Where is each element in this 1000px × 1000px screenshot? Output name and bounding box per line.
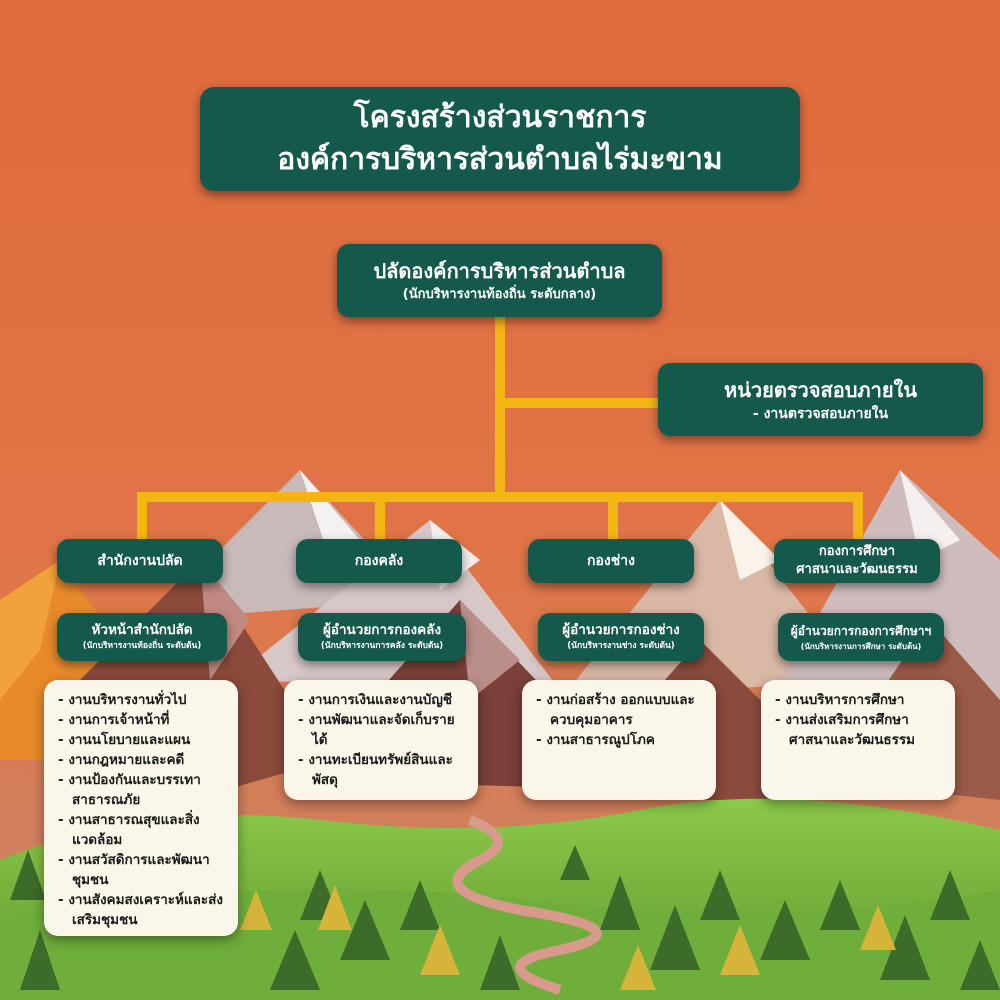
director-rank: (นักบริหารงานช่าง ระดับต้น)	[567, 641, 675, 651]
head-box: ปลัดองค์การบริหารส่วนตำบล (นักบริหารงานท…	[337, 244, 662, 317]
task-item: งานกฎหมายและคดี	[58, 750, 226, 770]
director-finance-box: ผู้อำนวยการกองคลัง (นักบริหารงานการคลัง …	[298, 613, 466, 661]
task-item: งานสวัสดิการและพัฒนาชุมชน	[58, 850, 226, 890]
division-name: กองคลัง	[354, 553, 404, 569]
division-education-box: กองการศึกษา ศาสนาและวัฒนธรรม	[774, 539, 940, 583]
director-office-box: หัวหน้าสำนักปลัด (นักบริหารงานท้องถิ่น ร…	[57, 613, 227, 661]
task-list: งานบริหารงานทั่วไป งานการเจ้าหน้าที่ งาน…	[58, 690, 226, 930]
task-item: งานการเจ้าหน้าที่	[58, 710, 226, 730]
task-item: งานสาธารณสุขและสิ่งแวดล้อม	[58, 810, 226, 850]
connector-drop-4	[853, 492, 863, 552]
task-item: งานพัฒนาและจัดเก็บรายได้	[298, 710, 466, 750]
task-item: งานนโยบายและแผน	[58, 730, 226, 750]
division-name-line2: ศาสนาและวัฒนธรรม	[796, 562, 918, 577]
connector-drop-1	[137, 492, 147, 552]
task-list: งานบริหารการศึกษา งานส่งเสริมการศึกษาศาส…	[775, 690, 943, 750]
director-education-box: ผู้อำนวยการกองการศึกษาฯ (นักบริหารงานการ…	[778, 613, 944, 661]
division-office-box: สำนักงานปลัด	[57, 539, 223, 583]
task-item: งานก่อสร้าง ออกแบบและควบคุมอาคาร	[536, 690, 704, 730]
task-list: งานการเงินและงานบัญชี งานพัฒนาและจัดเก็บ…	[298, 690, 466, 790]
head-rank: (นักบริหารงานท้องถิ่น ระดับกลาง)	[402, 286, 597, 302]
connector-trunk	[495, 316, 505, 500]
audit-name: หน่วยตรวจสอบภายใน	[724, 377, 917, 402]
connector-horizontal	[137, 492, 863, 502]
connector-drop-2	[375, 492, 385, 552]
division-name: กองช่าง	[587, 553, 635, 569]
director-title: ผู้อำนวยการกองคลัง	[322, 622, 442, 638]
director-title: ผู้อำนวยการกองช่าง	[562, 622, 680, 638]
director-rank: (นักบริหารงานการศึกษา ระดับต้น)	[800, 641, 922, 651]
task-item: งานป้องกันและบรรเทาสาธารณภัย	[58, 770, 226, 810]
director-title: ผู้อำนวยการกองการศึกษาฯ	[790, 623, 932, 638]
director-rank: (นักบริหารงานการคลัง ระดับต้น)	[320, 641, 444, 651]
task-item: งานบริหารการศึกษา	[775, 690, 943, 710]
task-item: งานบริหารงานทั่วไป	[58, 690, 226, 710]
division-name: สำนักงานปลัด	[97, 553, 183, 569]
chart-title-box: โครงสร้างส่วนราชการ องค์การบริหารส่วนตำบ…	[200, 87, 800, 191]
connector-audit	[495, 398, 660, 408]
task-item: งานการเงินและงานบัญชี	[298, 690, 466, 710]
task-item: งานสังคมสงเคราะห์และส่งเสริมชุมชน	[58, 890, 226, 930]
director-engineering-box: ผู้อำนวยการกองช่าง (นักบริหารงานช่าง ระด…	[538, 613, 704, 661]
tasks-education-card: งานบริหารการศึกษา งานส่งเสริมการศึกษาศาส…	[761, 680, 955, 800]
chart-title-line1: โครงสร้างส่วนราชการ	[353, 100, 647, 135]
division-name-line1: กองการศึกษา	[818, 544, 896, 559]
connector-drop-3	[608, 492, 618, 552]
task-item: งานส่งเสริมการศึกษาศาสนาและวัฒนธรรม	[775, 710, 943, 750]
task-list: งานก่อสร้าง ออกแบบและควบคุมอาคาร งานสาธา…	[536, 690, 704, 750]
director-rank: (นักบริหารงานท้องถิ่น ระดับต้น)	[82, 641, 202, 651]
head-name: ปลัดองค์การบริหารส่วนตำบล	[373, 258, 626, 283]
chart-title-line2: องค์การบริหารส่วนตำบลไร่มะขาม	[277, 142, 723, 177]
division-engineering-box: กองช่าง	[528, 539, 694, 583]
division-finance-box: กองคลัง	[296, 539, 462, 583]
audit-task: - งานตรวจสอบภายใน	[752, 405, 889, 422]
director-title: หัวหน้าสำนักปลัด	[91, 622, 193, 638]
tasks-finance-card: งานการเงินและงานบัญชี งานพัฒนาและจัดเก็บ…	[284, 680, 478, 800]
audit-box: หน่วยตรวจสอบภายใน - งานตรวจสอบภายใน	[658, 363, 983, 436]
task-item: งานทะเบียนทรัพย์สินและพัสดุ	[298, 750, 466, 790]
task-item: งานสาธารณูปโภค	[536, 730, 704, 750]
tasks-office-card: งานบริหารงานทั่วไป งานการเจ้าหน้าที่ งาน…	[44, 680, 238, 936]
tasks-engineering-card: งานก่อสร้าง ออกแบบและควบคุมอาคาร งานสาธา…	[522, 680, 716, 800]
